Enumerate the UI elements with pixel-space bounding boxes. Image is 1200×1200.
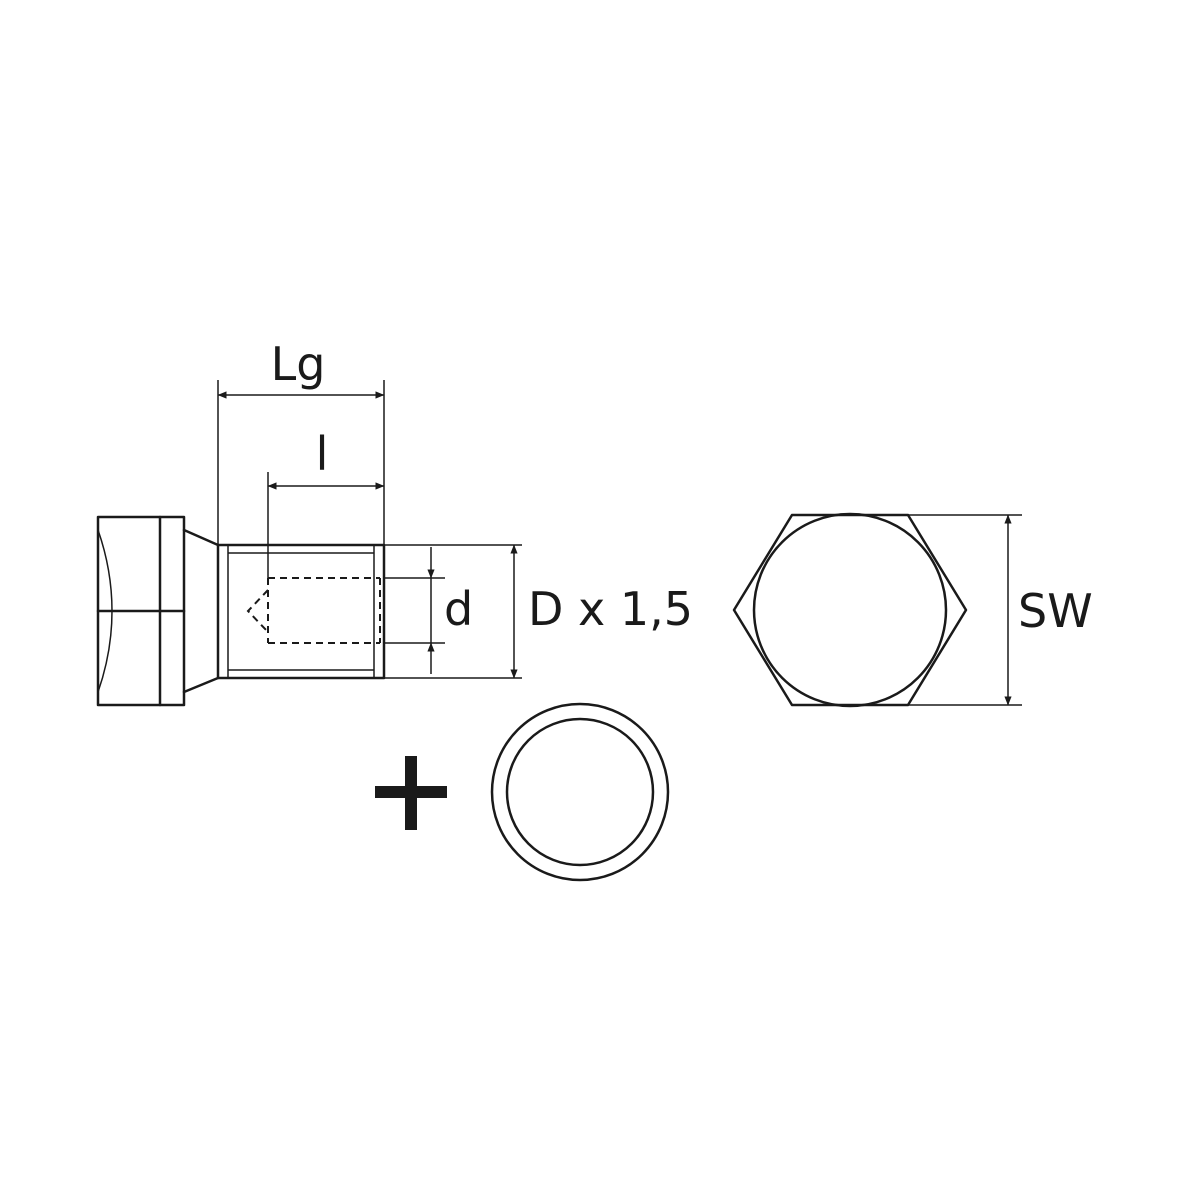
plus-icon — [375, 756, 447, 830]
hex-end-view — [732, 512, 968, 708]
label-sw: SW — [1018, 584, 1093, 638]
dimension-sw: SW — [908, 514, 1093, 706]
label-thread: D x 1,5 — [528, 582, 693, 636]
plug-side-view — [96, 515, 386, 707]
label-d: d — [444, 582, 473, 636]
collar — [182, 528, 220, 694]
hex-head — [96, 515, 186, 707]
dimension-thread: D x 1,5 — [384, 544, 693, 679]
dimension-l: l — [267, 427, 385, 578]
label-lg: Lg — [271, 337, 326, 391]
threaded-shank — [216, 543, 386, 680]
label-l: l — [316, 427, 329, 481]
dimension-d: d — [384, 547, 473, 674]
hidden-bore — [246, 577, 381, 644]
dimension-lg: Lg — [217, 337, 385, 545]
sealing-ring-icon — [490, 702, 670, 882]
